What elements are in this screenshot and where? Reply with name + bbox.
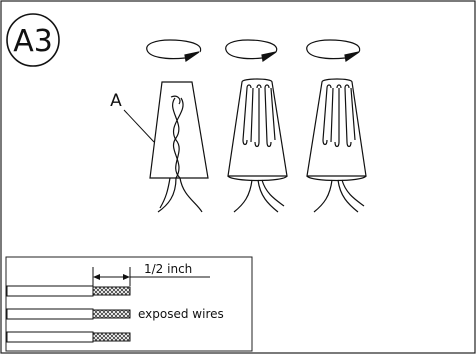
rotation-arrow-1-icon [146,39,202,63]
wire-nut-3 [306,78,367,213]
stripped-wire-1 [6,285,131,297]
callout-a: A [110,91,155,143]
step-badge-label: A3 [13,24,53,59]
strip-length-inset: 1/2 inch exposed wires [5,256,253,352]
step-badge: A3 [6,13,60,67]
wire-nut-2 [227,78,288,213]
callout-letter: A [110,91,122,111]
wire-connector-cutaway [149,81,209,213]
rotation-arrow-2-icon [225,39,278,63]
stripped-wire-3 [6,331,131,343]
strip-dimension-label: 1/2 inch [144,262,192,276]
exposed-wires-label: exposed wires [138,307,224,321]
rotation-arrow-3-icon [306,39,361,63]
stripped-wire-2 [6,308,131,320]
